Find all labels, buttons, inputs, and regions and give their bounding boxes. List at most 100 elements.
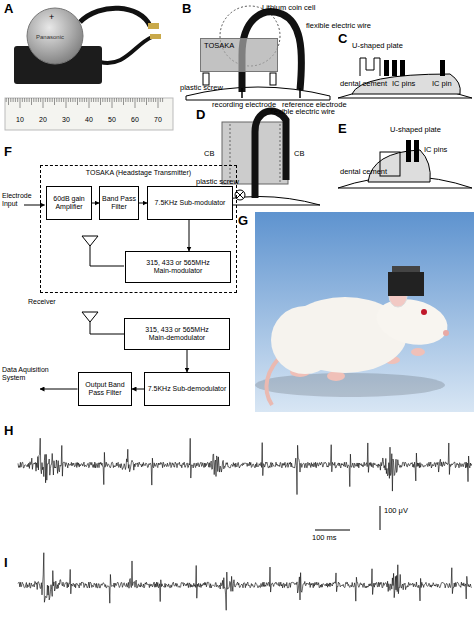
spike-traces [18, 438, 472, 610]
panel-letter: H [4, 424, 13, 439]
panel-letter: I [4, 556, 8, 571]
callout-label: CB [294, 150, 304, 159]
u-plate [360, 58, 380, 76]
panel-letter: F [4, 145, 12, 160]
callout-label: flexible electric wire [270, 108, 335, 117]
polarity-mark: + [49, 12, 54, 22]
node-text: Output Band Pass Filter [81, 381, 129, 397]
ruler-tick [36, 98, 37, 102]
ruler-tick [63, 98, 64, 102]
signal-arrow [132, 389, 144, 390]
ruler-tick [148, 98, 149, 102]
scale-bar-horizontal [315, 530, 350, 531]
process-box: Band Pass Filter [99, 186, 139, 220]
ruler-tick [54, 98, 55, 105]
ruler-number: 50 [108, 116, 116, 124]
device-photo [5, 8, 173, 130]
signal-arrow [187, 350, 188, 372]
ruler-tick [105, 98, 106, 102]
connector-pin [148, 23, 159, 29]
ruler-tick [102, 98, 103, 102]
panel-letter: E [338, 122, 347, 137]
ruler-tick [70, 98, 71, 102]
ruler-tick [107, 98, 108, 102]
ruler-tick [114, 98, 115, 102]
ruler-tick [130, 98, 131, 102]
callout-label: IC pins [392, 80, 415, 89]
device-housing: TOSAKA [200, 38, 278, 72]
process-box: 7.5KHz Sub-demodulator [144, 372, 230, 406]
node-text: 7.5KHz Sub-modulator [155, 199, 226, 207]
scale-bar [315, 506, 380, 530]
ruler-tick [49, 98, 50, 102]
ruler-ticks [6, 98, 162, 108]
electrode [241, 88, 243, 98]
ruler-tick [141, 98, 142, 102]
ruler-tick [72, 98, 73, 102]
ruler-tick [61, 98, 62, 102]
node-text: 7.5KHz Sub-demodulator [148, 385, 227, 393]
ruler-tick [43, 98, 44, 108]
panel-letter: D [196, 108, 205, 123]
ruler-tick [59, 98, 60, 102]
node-text: Band Pass Filter [102, 195, 136, 211]
ruler-tick [112, 98, 113, 108]
ruler-tick [33, 98, 34, 102]
antenna-symbol [82, 236, 98, 246]
process-box: Output Band Pass Filter [78, 372, 132, 406]
trace-h [18, 438, 472, 494]
callout-label: flexible electric wire [306, 22, 371, 31]
ruler-tick [146, 98, 147, 105]
ruler-tick [15, 98, 16, 102]
dental-cement [368, 150, 430, 182]
ruler-tick [10, 98, 11, 102]
ruler-tick [137, 98, 138, 102]
headstage [388, 272, 424, 296]
ruler-number: 40 [85, 116, 93, 124]
antenna-feed [90, 236, 124, 266]
ruler-tick [68, 98, 69, 102]
output-arrow [40, 389, 78, 390]
paw [411, 348, 425, 356]
ruler-tick [31, 98, 32, 105]
cb-line [280, 124, 281, 182]
rat-head [372, 293, 452, 351]
signal-arrow [139, 203, 147, 204]
panel-letter: G [238, 214, 248, 229]
ruler-tick [125, 98, 126, 102]
coin-cell [27, 8, 83, 64]
headstage-top [392, 266, 420, 272]
wire [100, 37, 152, 63]
scale-bar-vertical [380, 506, 381, 530]
group-heading: TOSAKA (Headstage Transmitter) [41, 169, 236, 176]
ruler-tick [109, 98, 110, 102]
ruler-tick [160, 98, 161, 102]
ruler-tick [45, 98, 46, 102]
ruler-tick [22, 98, 23, 102]
signal-arrow [92, 203, 99, 204]
ruler-tick [13, 98, 14, 102]
ruler-tick [17, 98, 18, 102]
ruler-tick [95, 98, 96, 102]
photo-background [255, 212, 474, 412]
ruler-tick [24, 98, 25, 102]
ruler-number: 60 [131, 116, 139, 124]
signal-arrow [189, 220, 190, 251]
ruler-tick [75, 98, 76, 102]
ruler-tick [66, 98, 67, 108]
ic-pin [440, 60, 445, 76]
ruler-tick [29, 98, 30, 102]
ruler-number: 70 [154, 116, 162, 124]
ruler-tick [93, 98, 94, 102]
panel-letter: A [4, 2, 13, 17]
node-text: TOSAKA [204, 41, 274, 50]
input-arrow [24, 205, 45, 206]
ruler-tick [121, 98, 122, 102]
ic-pin [392, 60, 397, 76]
screw-cross [237, 192, 244, 199]
callout-label: recording electrode [212, 101, 276, 110]
process-box: 315, 433 or 565MHz Main-modulator [125, 251, 231, 283]
ruler-tick [135, 98, 136, 108]
ruler-tick [162, 98, 163, 102]
ruler-tick [144, 98, 145, 102]
